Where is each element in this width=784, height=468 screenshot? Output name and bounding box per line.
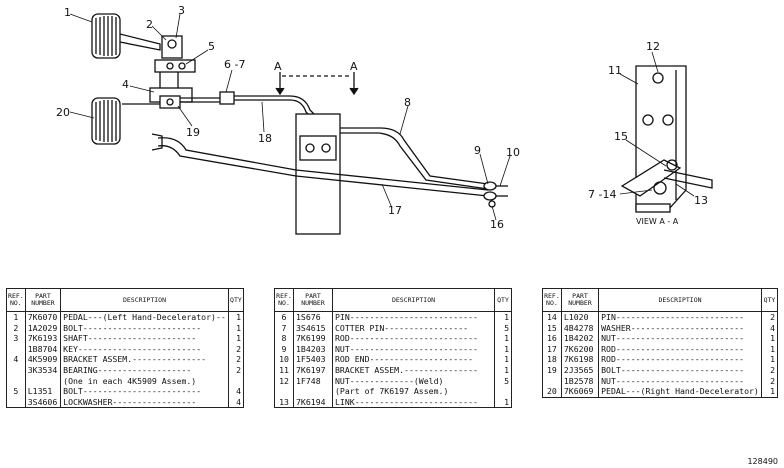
parts-diagram: 1 2 3 4 5 6 -7 8 9 10 11 12 13 7 -14 15 … (56, 4, 713, 235)
catalog-number: 128490 (747, 457, 778, 466)
callout-11: 11 (608, 64, 622, 77)
header-ref: REF. NO. (274, 288, 294, 312)
rod-18 (180, 91, 319, 121)
callout-12: 12 (646, 40, 660, 53)
left-pedal (91, 13, 161, 59)
section-line (275, 72, 359, 96)
callout-5: 5 (208, 40, 215, 53)
callout-3: 3 (178, 4, 185, 17)
header-desc: DESCRIPTION (332, 288, 495, 312)
view-label: VIEW A - A (636, 217, 679, 226)
callout-19: 19 (186, 126, 200, 139)
header-ref: REF. NO. (6, 288, 26, 312)
rod-8 (340, 127, 489, 190)
header-desc: DESCRIPTION (598, 288, 762, 312)
rod-17 (151, 133, 489, 197)
header-part: PART NUMBER (24, 288, 62, 312)
callout-1: 1 (64, 6, 71, 19)
rod-ends (483, 181, 508, 208)
callout-20: 20 (56, 106, 70, 119)
callout-16: 16 (490, 218, 504, 231)
callout-8: 8 (404, 96, 411, 109)
section-mark-right: A (350, 60, 358, 73)
header-qty: QTY (494, 288, 512, 312)
header-part: PART NUMBER (293, 288, 333, 312)
right-pedal (91, 97, 121, 145)
callout-17: 17 (388, 204, 402, 217)
table-row: 3K3534 BEARING-------------------2 (6, 364, 244, 376)
callout-2: 2 (146, 18, 153, 31)
table-row: (Part of 7K6197 Assem.) (274, 386, 512, 397)
callout-7-14: 7 -14 (588, 188, 616, 201)
callout-13: 13 (694, 194, 708, 207)
header-part: PART NUMBER (560, 288, 600, 312)
callout-18: 18 (258, 132, 272, 145)
callout-6-7: 6 -7 (224, 58, 245, 71)
upper-bracket (154, 35, 196, 90)
callout-9: 9 (474, 144, 481, 157)
table-row: (One in each 4K5909 Assem.) (6, 375, 244, 387)
leader-lines (69, 13, 695, 221)
callout-15: 15 (614, 130, 628, 143)
section-mark-left: A (274, 60, 282, 73)
callout-4: 4 (122, 78, 129, 91)
header-qty: QTY (760, 288, 779, 312)
header-desc: DESCRIPTION (60, 288, 229, 312)
header-ref: REF. NO. (542, 288, 562, 312)
callout-10: 10 (506, 146, 520, 159)
view-aa-bracket (620, 65, 713, 213)
header-qty: QTY (227, 288, 245, 312)
